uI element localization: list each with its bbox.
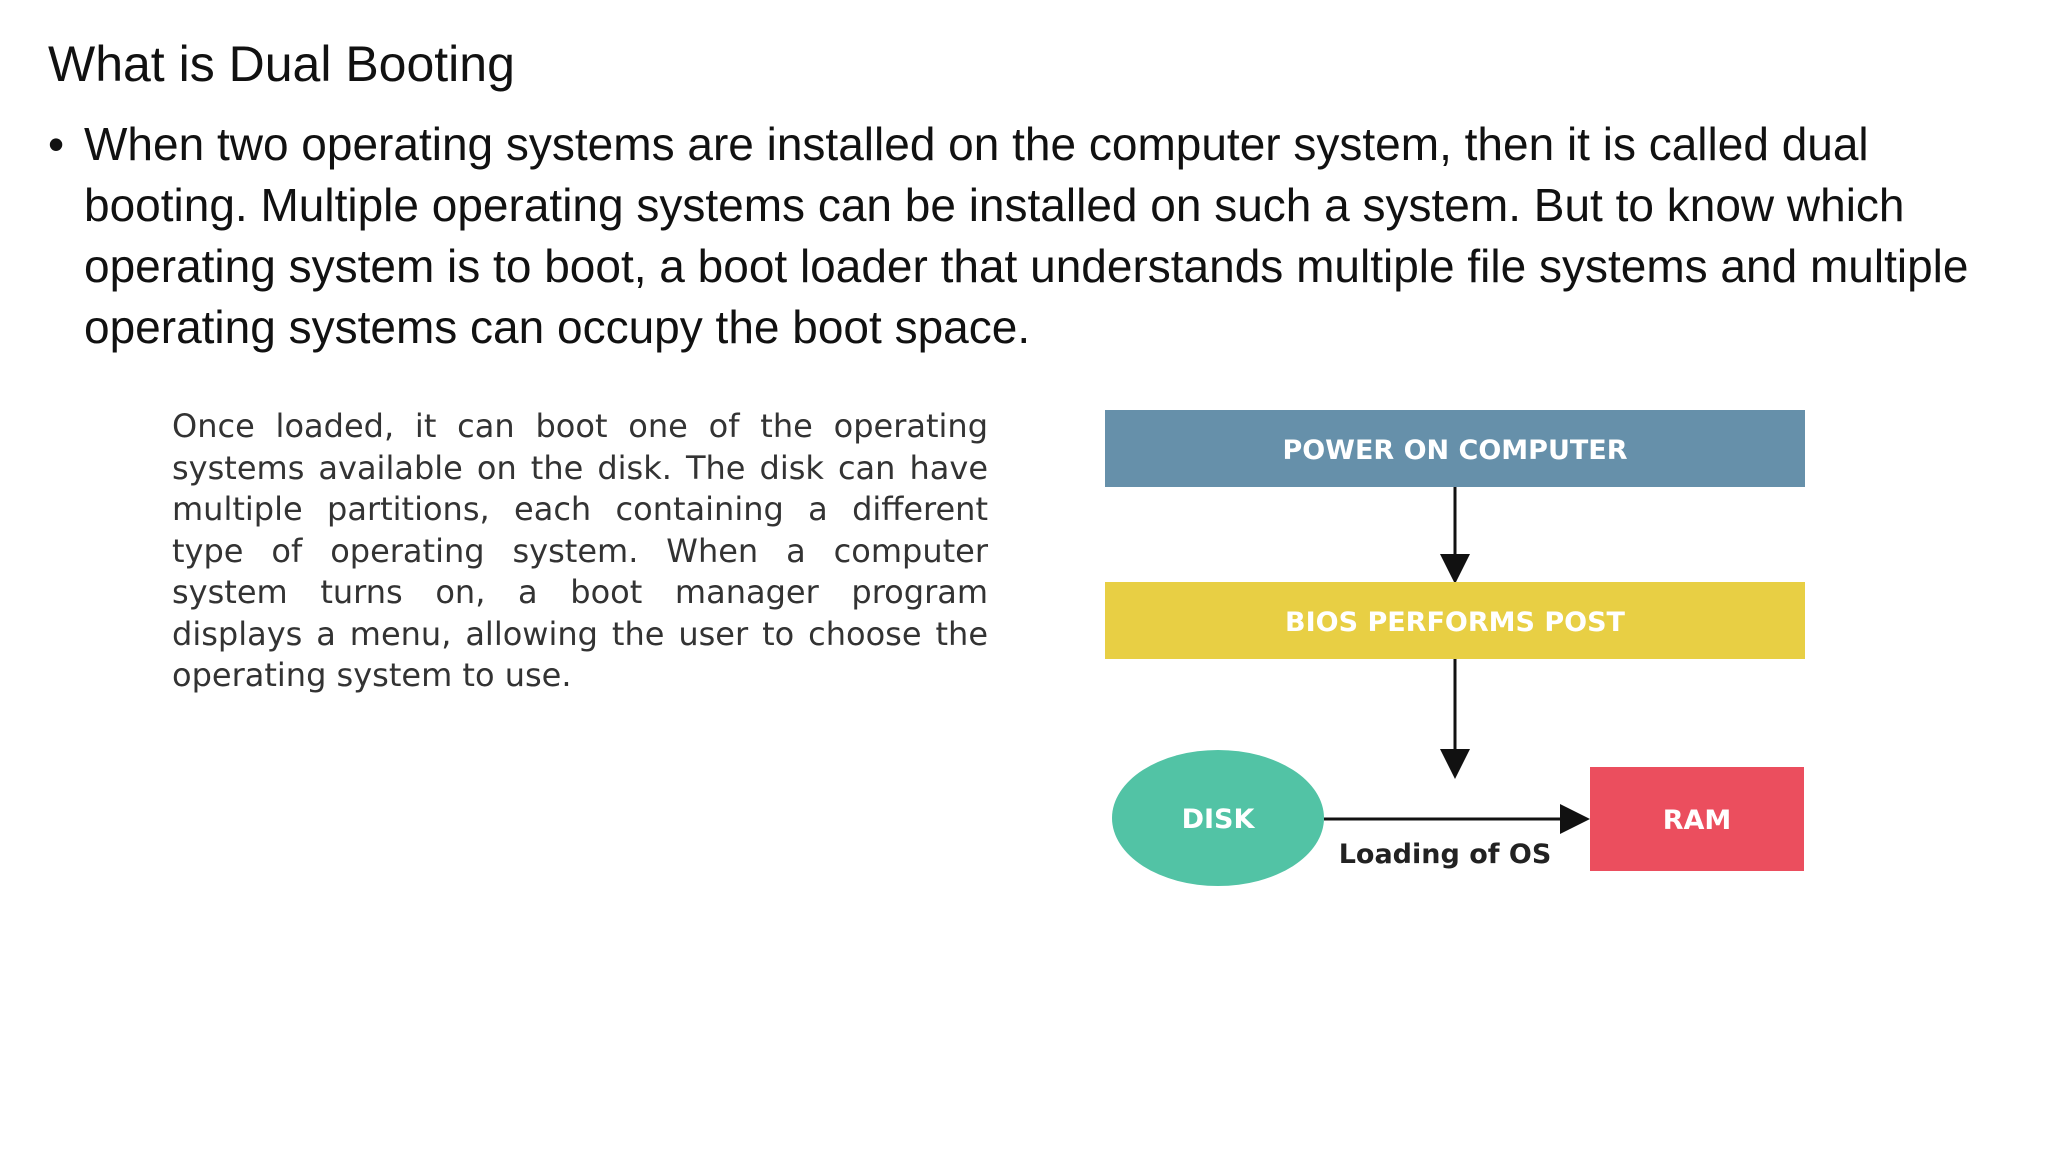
node-power-on-box [1105, 410, 1805, 487]
node-power-on-label: POWER ON COMPUTER [1282, 435, 1627, 466]
boot-flow-diagram: POWER ON COMPUTER BIOS PERFORMS POST DIS… [1100, 400, 1840, 900]
bullet-item: • When two operating systems are install… [48, 114, 1988, 358]
bullet-text: When two operating systems are installed… [84, 118, 1969, 353]
node-disk-label: DISK [1182, 804, 1256, 835]
node-bios-label: BIOS PERFORMS POST [1285, 607, 1626, 638]
node-disk-ellipse [1112, 750, 1324, 886]
node-ram-box [1590, 767, 1804, 871]
slide-title: What is Dual Booting [48, 36, 515, 92]
node-ram-label: RAM [1663, 805, 1732, 836]
edge-disk-to-ram-label: Loading of OS [1339, 839, 1552, 870]
bullet-icon: • [48, 118, 65, 170]
body-paragraph: Once loaded, it can boot one of the oper… [172, 407, 988, 694]
boot-flow-svg: POWER ON COMPUTER BIOS PERFORMS POST DIS… [1105, 410, 1805, 886]
node-bios-box [1105, 582, 1805, 659]
